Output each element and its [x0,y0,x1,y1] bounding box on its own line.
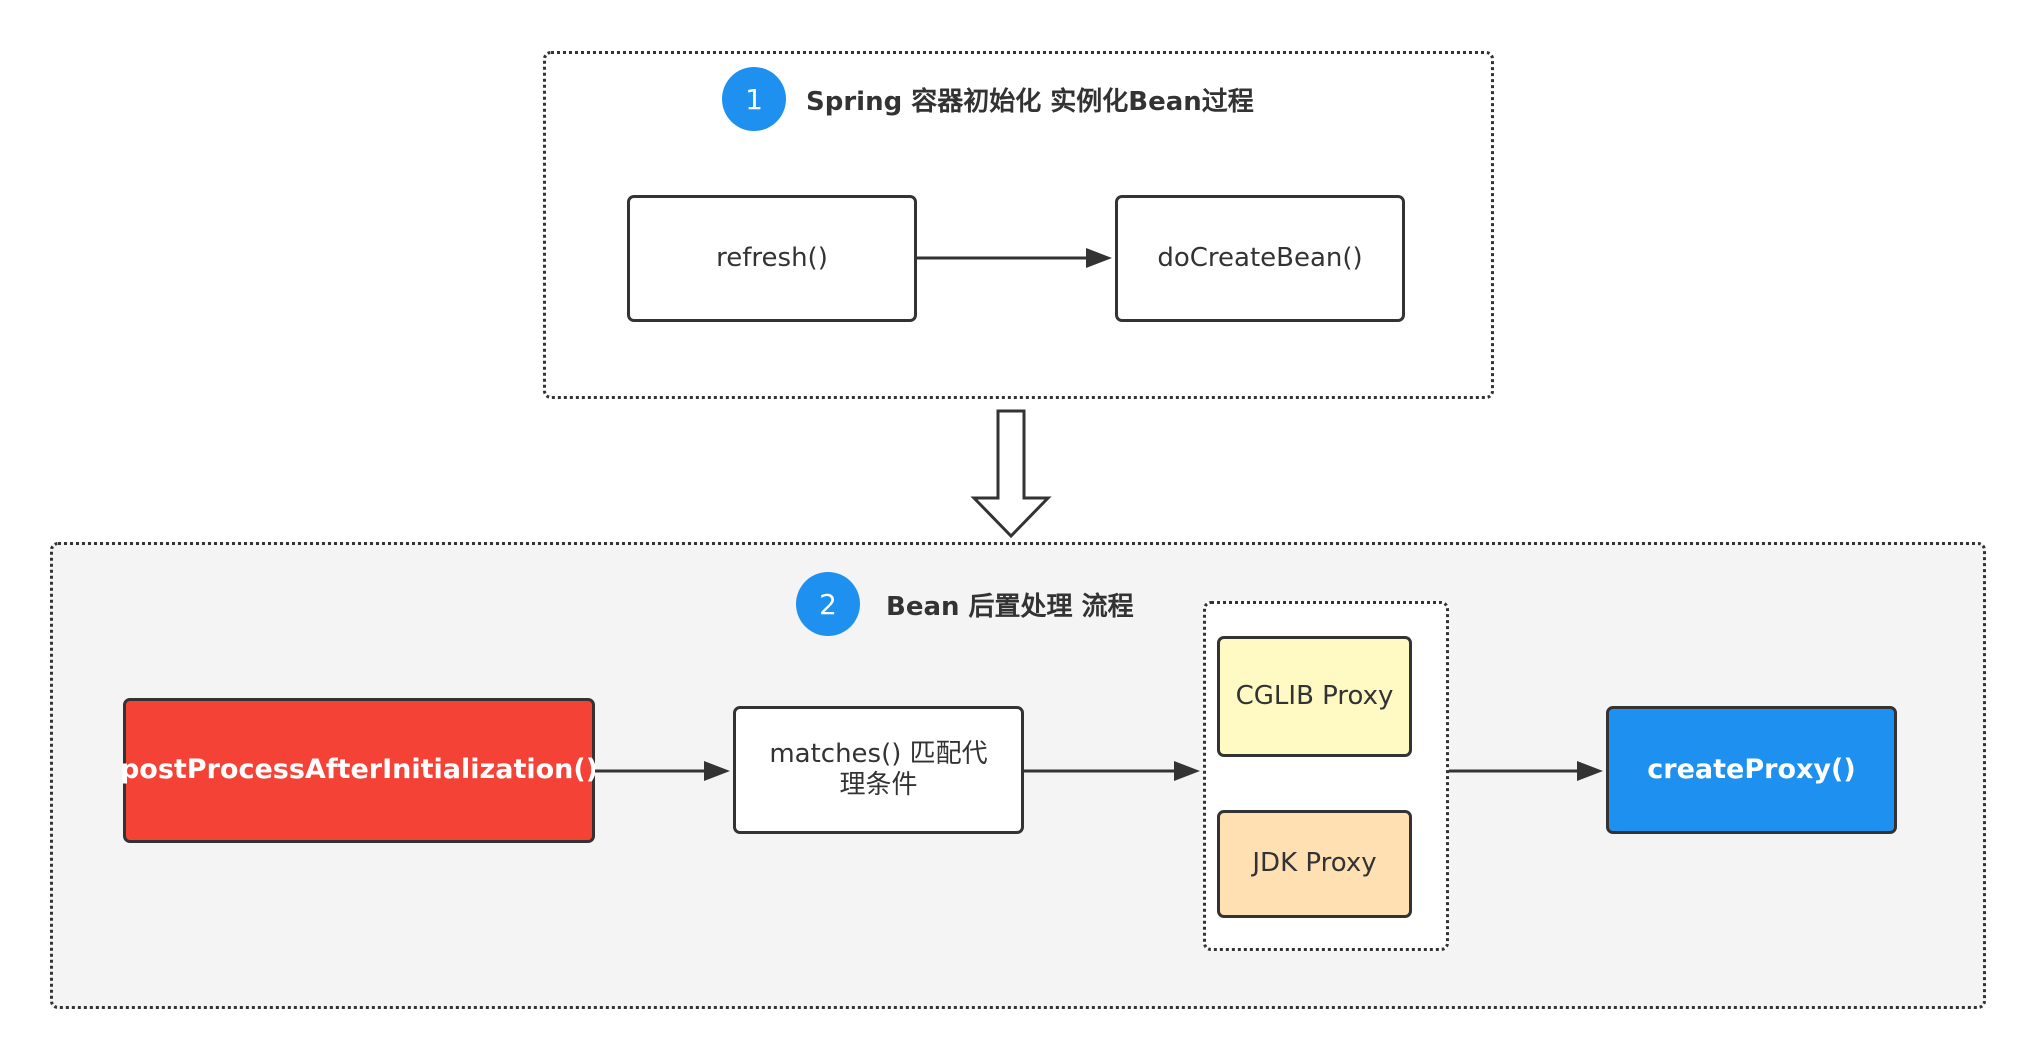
group-title-post-processing: Bean 后置处理 流程 [886,592,1134,622]
node-do-create-bean[interactable]: doCreateBean() [1115,195,1405,322]
arrow-matches-to-proxy-group [1024,761,1200,781]
arrow-refresh-to-do-create-bean [917,248,1112,268]
step-badge-2: 2 [796,572,860,636]
hollow-down-arrow-icon [970,409,1052,539]
arrow-proxy-group-to-create-proxy [1449,761,1603,781]
node-cglib-proxy[interactable]: CGLIB Proxy [1217,636,1412,757]
group-title-initialization: Spring 容器初始化 实例化Bean过程 [806,87,1254,117]
step-badge-1: 1 [722,67,786,131]
node-matches[interactable]: matches() 匹配代理条件 [733,706,1024,834]
node-jdk-proxy[interactable]: JDK Proxy [1217,810,1412,918]
arrow-post-process-to-matches [595,761,730,781]
node-refresh[interactable]: refresh() [627,195,917,322]
node-post-process-after-initialization[interactable]: postProcessAfterInitialization() [120,698,598,843]
node-create-proxy[interactable]: createProxy() [1606,706,1897,834]
